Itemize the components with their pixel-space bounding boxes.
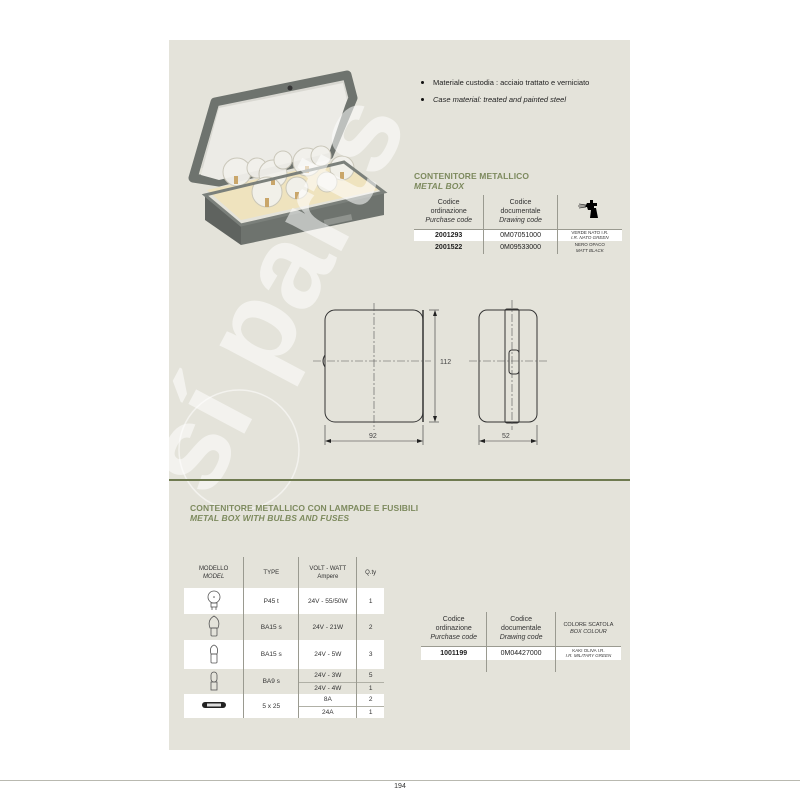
lamp-spec: 24V - 21W — [298, 614, 357, 640]
fuse-qty: 1 — [356, 705, 384, 718]
fuse-row: 5 x 25 8A 2 — [184, 694, 384, 718]
dim-depth: 52 — [502, 433, 510, 440]
lamp-qty: 5 — [356, 669, 384, 682]
bulb-p45t-icon — [207, 590, 221, 610]
fuse-qty: 2 — [356, 694, 384, 706]
bullet-material-it: Materiale custodia : acciaio trattato e … — [421, 74, 589, 91]
catalog-panel: Materiale custodia : acciaio trattato e … — [169, 40, 630, 750]
drawing-code: 0M09533000 — [483, 241, 558, 254]
lamp-type: BA15 s — [243, 614, 299, 640]
technical-drawing: 112 92 52 — [313, 300, 547, 445]
box-colour: VERDE NATO I.R. I.R. NATO GREEN — [571, 229, 609, 241]
product-photo-metal-box — [188, 70, 388, 245]
purchase-code: 2001293 — [414, 229, 485, 241]
lamp-spec: 24V - 5W — [298, 640, 357, 669]
metal-box-title: CONTENITORE METALLICO METAL BOX — [414, 171, 529, 191]
header-type: TYPE — [243, 557, 299, 588]
metal-box-row: 2001522 0M09533000 NERO OPACO MATT BLACK — [414, 241, 622, 254]
fuse-rating: 8A — [298, 694, 357, 706]
header-drawing-code: Codice documentale Drawing code — [486, 612, 556, 646]
fuse-icon — [201, 702, 226, 708]
side-view — [478, 309, 538, 423]
header-model: MODELLO MODEL — [198, 565, 229, 580]
lamp-type: BA15 s — [243, 640, 299, 669]
header-box-colour: COLORE SCATOLA BOX COLOUR — [563, 621, 614, 635]
lamp-spec: 24V - 3W — [298, 669, 357, 682]
fuse-rating: 24A — [298, 705, 357, 718]
kit-title-en: METAL BOX WITH BULBS AND FUSES — [190, 513, 350, 523]
lamp-qty: 1 — [356, 681, 384, 694]
header-colour — [557, 195, 622, 229]
metal-box-title-en: METAL BOX — [414, 181, 465, 191]
metal-box-title-it: CONTENITORE METALLICO — [414, 171, 530, 181]
purchase-code: 2001522 — [414, 241, 485, 254]
lamp-qty: 3 — [356, 640, 384, 669]
drawing-code: 0M07051000 — [483, 229, 558, 241]
footer-rule — [0, 780, 800, 781]
metal-box-row: 2001293 0M07051000 VERDE NATO I.R. I.R. … — [414, 229, 622, 241]
box-colour: NERO OPACO MATT BLACK — [574, 242, 605, 253]
kit-title: CONTENITORE METALLICO CON LAMPADE E FUSI… — [190, 503, 418, 523]
purchase-code: 1001199 — [421, 646, 488, 660]
bulb-ba15s-large-icon — [208, 615, 219, 637]
kit-title-it: CONTENITORE METALLICO CON LAMPADE E FUSI… — [190, 503, 419, 513]
lamp-subrow: 24V - 4W 1 — [184, 681, 384, 694]
lamp-table: MODELLO MODEL TYPE VOLT - WATT Ampere Q.… — [184, 557, 384, 718]
kit-order-row: 1001199 0M04427000 KAKI OLIVA I.R. I.R. … — [421, 646, 621, 660]
lamp-row: BA15 s 24V - 21W 2 — [184, 614, 384, 640]
bulb-ba9s-icon — [210, 671, 218, 690]
header-purchase-code: Codice ordinazione Purchase code — [414, 195, 485, 229]
lamp-row: BA9 s 24V - 3W 5 — [184, 669, 384, 694]
lamp-spec: 24V - 55/50W — [298, 588, 357, 614]
header-purchase-code: Codice ordinazione Purchase code — [421, 612, 488, 646]
header-drawing-code: Codice documentale Drawing code — [483, 195, 558, 229]
lamp-row: P45 t 24V - 55/50W 1 — [184, 588, 384, 614]
lamp-qty: 2 — [356, 614, 384, 640]
lamp-type: P45 t — [243, 588, 299, 614]
bulb-ba15s-small-icon — [209, 644, 218, 663]
spray-gun-icon — [577, 200, 598, 219]
lamp-type: BA9 s — [243, 669, 299, 694]
drawing-code: 0M04427000 — [486, 646, 556, 660]
metal-box-code-table: Codice ordinazione Purchase code Codice … — [414, 195, 622, 254]
box-colour: KAKI OLIVA I.R. I.R. MILITARY GREEN — [565, 647, 612, 659]
page-number: 194 — [394, 783, 406, 790]
header-qty: Q.ty — [356, 557, 384, 588]
section-divider — [169, 479, 630, 481]
lamp-row: BA15 s 24V - 5W 3 — [184, 640, 384, 669]
kit-order-table: Codice ordinazione Purchase code Codice … — [421, 612, 621, 672]
dim-width: 92 — [369, 433, 377, 440]
header-volt-watt: VOLT - WATT Ampere — [298, 557, 357, 588]
bullet-material-en: Case material: treated and painted steel — [421, 91, 589, 108]
material-bullets: Materiale custodia : acciaio trattato e … — [421, 74, 589, 108]
dim-height: 112 — [440, 359, 451, 366]
fuse-type: 5 x 25 — [243, 694, 299, 718]
lamp-qty: 1 — [356, 588, 384, 614]
lamp-spec: 24V - 4W — [298, 681, 357, 694]
